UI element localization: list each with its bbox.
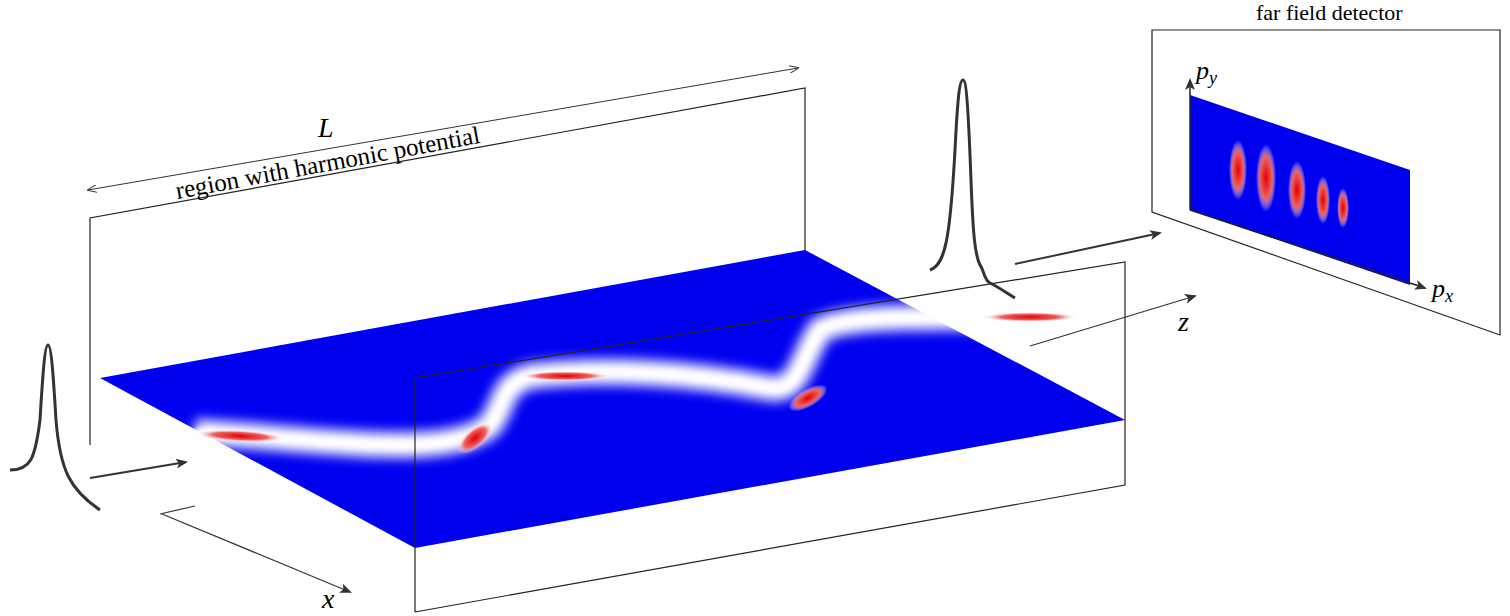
packet-blob — [982, 312, 1078, 322]
packet-blob — [520, 371, 610, 381]
blue-plane — [100, 250, 1125, 548]
interference-spots — [1229, 140, 1349, 228]
z-axis — [1030, 296, 1195, 346]
interference-spot — [1316, 176, 1330, 224]
axis-label: px — [1432, 276, 1453, 306]
wavepacket-core — [195, 317, 1095, 445]
axis-label: py — [1196, 58, 1217, 88]
output-pulse — [930, 80, 1015, 298]
interference-spot — [1229, 140, 1247, 200]
input-arrow — [90, 462, 186, 478]
axis-line — [160, 506, 195, 514]
packet-blob — [195, 428, 286, 445]
interference-spot — [1256, 144, 1276, 212]
detector-panel — [1152, 30, 1500, 335]
interference-spot — [1337, 188, 1349, 228]
x-axis — [162, 514, 350, 592]
packet-blob — [452, 416, 499, 460]
packet-blob — [784, 379, 831, 417]
wavepacket-glow — [195, 317, 1095, 445]
input-pulse — [10, 345, 100, 510]
axis-label: x — [322, 585, 334, 613]
detector-title: far field detector — [1256, 2, 1403, 24]
length-label: L — [318, 114, 334, 142]
px-axis — [1190, 210, 1425, 288]
detector-screen — [1190, 95, 1410, 285]
front-wall — [415, 262, 1125, 612]
axis-label: z — [1178, 308, 1189, 336]
output-arrow — [1015, 233, 1160, 264]
py-axis — [1189, 80, 1191, 210]
interference-spot — [1288, 161, 1306, 219]
